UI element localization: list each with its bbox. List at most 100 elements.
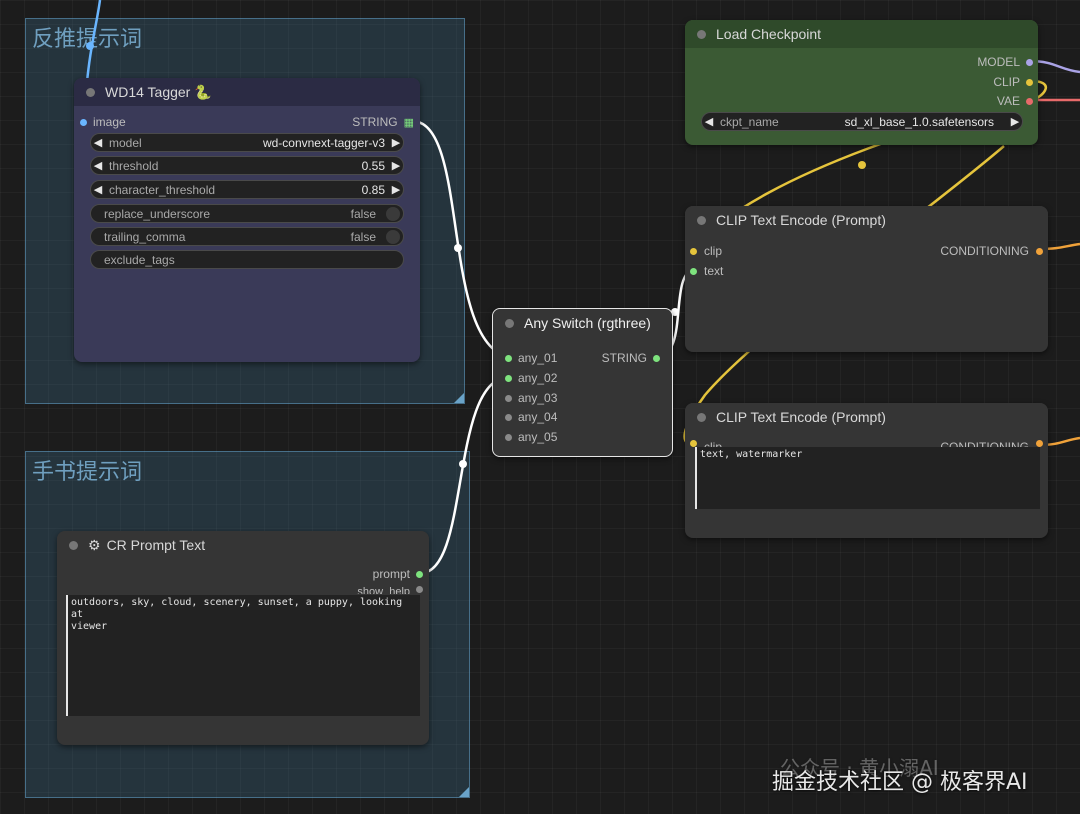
widget-label: trailing_comma [104,229,186,244]
arrow-left-icon[interactable]: ◀ [93,137,103,149]
wire-midpoint [671,308,679,316]
output-vae[interactable]: VAE [997,94,1033,108]
cr-prompt-text-node[interactable]: ⚙ CR Prompt Text prompt show_help outdoo… [57,531,429,745]
slot-label: VAE [996,94,1020,108]
slot-label: CONDITIONING [940,244,1029,258]
widget-label: exclude_tags [104,252,175,267]
collapse-dot[interactable] [505,318,514,328]
load-checkpoint-node[interactable]: Load Checkpoint MODEL CLIP VAE ◀ ckpt_na… [685,20,1038,145]
input-any-03[interactable]: any_03 [505,391,557,405]
trailing-comma-toggle[interactable]: trailing_comma false [90,227,404,246]
exclude-tags-text[interactable]: exclude_tags [90,250,404,269]
output-slot-dot[interactable] [1026,78,1033,86]
input-any-02[interactable]: any_02 [505,371,557,385]
node-header[interactable]: CLIP Text Encode (Prompt) [685,206,1048,234]
slot-label: any_03 [518,391,558,405]
arrow-right-icon[interactable]: ▶ [391,137,401,149]
input-slot-dot[interactable] [690,247,697,255]
arrow-right-icon[interactable]: ▶ [391,160,401,172]
slot-label: prompt [372,567,410,581]
output-model[interactable]: MODEL [977,55,1033,69]
arrow-left-icon[interactable]: ◀ [93,184,103,196]
prompt-textarea[interactable]: text, watermarker [695,447,1040,509]
node-header[interactable]: CLIP Text Encode (Prompt) [685,403,1048,431]
arrow-left-icon[interactable]: ◀ [93,160,103,172]
node-header[interactable]: WD14 Tagger 🐍 [74,78,420,106]
input-slot-dot[interactable] [690,267,697,275]
collapse-dot[interactable] [86,87,95,97]
input-text[interactable]: text [690,264,723,278]
collapse-dot[interactable] [697,29,706,39]
widget-value: false [350,229,376,244]
output-conditioning[interactable]: CONDITIONING [940,440,1043,448]
threshold-number[interactable]: ◀ threshold 0.55 ▶ [90,156,404,175]
grid-icon[interactable]: ▦ [403,116,414,129]
wire-midpoint [454,244,462,252]
wire-midpoint [858,161,866,169]
node-header[interactable]: Any Switch (rgthree) [493,309,672,337]
character-threshold-number[interactable]: ◀ character_threshold 0.85 ▶ [90,180,404,199]
collapse-dot[interactable] [697,412,706,422]
widget-value: 0.85 [361,182,385,197]
input-any-05[interactable]: any_05 [505,430,557,444]
group-resize-handle[interactable] [454,393,464,403]
output-show-help[interactable]: show_help [357,586,423,594]
widget-label: replace_underscore [104,206,211,221]
output-slot-dot[interactable] [416,586,423,593]
wd14-tagger-node[interactable]: WD14 Tagger 🐍 image STRING ▦ ◀ model wd-… [74,78,420,362]
arrow-right-icon[interactable]: ▶ [391,184,401,196]
output-slot-dot[interactable] [653,354,660,362]
slot-label: clip [704,244,723,258]
output-conditioning[interactable]: CONDITIONING [940,244,1043,258]
widget-label: character_threshold [109,182,216,197]
arrow-right-icon[interactable]: ▶ [1010,116,1020,128]
ckpt-name-combo[interactable]: ◀ ckpt_name sd_xl_base_1.0.safetensors ▶ [701,112,1023,131]
output-slot-dot[interactable] [416,570,423,578]
output-slot-dot[interactable] [1026,58,1033,66]
input-slot-dot[interactable] [505,354,512,362]
gear-icon: ⚙ [88,536,101,553]
clip-text-encode-positive-node[interactable]: CLIP Text Encode (Prompt) clip text COND… [685,206,1048,352]
collapse-dot[interactable] [697,215,706,225]
group-resize-handle[interactable] [459,787,469,797]
output-string[interactable]: STRING [602,351,660,365]
node-title: Load Checkpoint [716,26,822,42]
input-slot-dot[interactable] [505,374,512,382]
node-title: WD14 Tagger 🐍 [105,83,212,100]
input-any-01[interactable]: any_01 [505,351,557,365]
input-image[interactable]: image [80,115,126,129]
clip-text-encode-negative-node[interactable]: CLIP Text Encode (Prompt) clip CONDITION… [685,403,1048,538]
input-any-04[interactable]: any_04 [505,410,557,424]
model-combo[interactable]: ◀ model wd-convnext-tagger-v3 ▶ [90,133,404,152]
input-slot-dot[interactable] [80,118,87,126]
replace-underscore-toggle[interactable]: replace_underscore false [90,204,404,223]
output-slot-dot[interactable] [1026,97,1033,105]
input-slot-dot[interactable] [505,394,512,402]
output-slot-dot[interactable] [1036,247,1043,255]
input-slot-dot[interactable] [690,440,697,447]
prompt-textarea[interactable]: outdoors, sky, cloud, scenery, sunset, a… [66,595,420,716]
toggle-knob[interactable] [386,206,400,221]
input-slot-dot[interactable] [505,413,512,421]
any-switch-node[interactable]: Any Switch (rgthree) any_01 any_02 any_0… [492,308,673,457]
input-slot-dot[interactable] [505,433,512,441]
node-title: CLIP Text Encode (Prompt) [716,212,886,228]
arrow-left-icon[interactable]: ◀ [704,116,714,128]
watermark-line2: 掘金技术社区 @ 极客界AI [772,770,1028,795]
input-clip[interactable]: clip [690,440,722,448]
widget-label: model [109,135,142,150]
collapse-dot[interactable] [69,540,78,550]
node-header[interactable]: Load Checkpoint [685,20,1038,48]
output-string[interactable]: STRING ▦ [352,115,414,129]
output-slot-dot[interactable] [1036,440,1043,447]
input-clip[interactable]: clip [690,244,722,258]
slot-label: show_help [357,586,410,594]
node-title: Any Switch (rgthree) [524,315,651,331]
output-clip[interactable]: CLIP [993,75,1033,89]
toggle-knob[interactable] [386,229,400,244]
node-header[interactable]: ⚙ CR Prompt Text [57,531,429,559]
widget-value: 0.55 [361,158,385,173]
slot-label: clip [704,440,723,448]
slot-label: image [93,115,126,129]
output-prompt[interactable]: prompt [373,567,423,581]
